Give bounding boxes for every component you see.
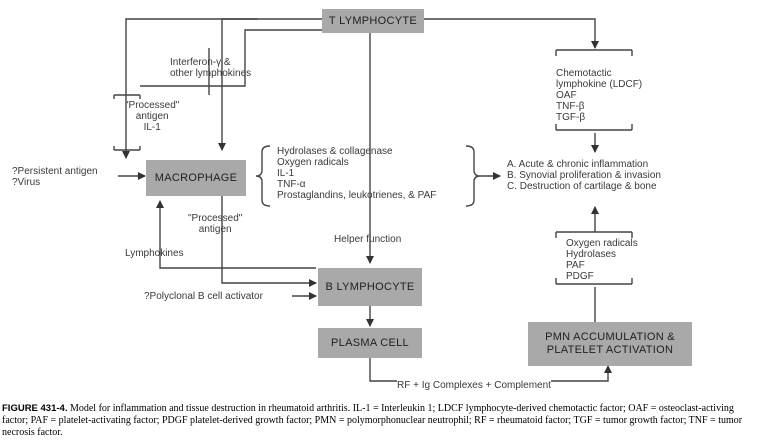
figure-number: FIGURE 431-4. — [2, 403, 68, 414]
b-lymphocyte-box: B LYMPHOCYTE — [318, 268, 422, 306]
lymphokines-label: Lymphokines — [125, 248, 184, 259]
caption-text: Model for inflammation and tissue destru… — [2, 403, 743, 438]
plasma-cell-box: PLASMA CELL — [318, 328, 422, 358]
antigen-top-bracket — [113, 94, 141, 99]
processed-antigen-bottom-label: "Processed" antigen — [188, 213, 243, 235]
macrophage-box: MACROPHAGE — [146, 160, 246, 196]
chemotactic-list: Chemotactic lymphokine (LDCF) OAF TNF-β … — [556, 68, 643, 123]
persistent-antigen-label: ?Persistent antigen ?Virus — [12, 166, 98, 188]
t-return-line — [140, 29, 322, 87]
mediators-list: Hydrolases & collagenase Oxygen radicals… — [277, 146, 437, 201]
complexes-label: RF + Ig Complexes + Complement — [397, 380, 551, 391]
pmn-products-top-bracket — [555, 231, 633, 238]
interferon-arrow — [218, 18, 258, 151]
polyclonal-activator-label: ?Polyclonal B cell activator — [144, 291, 263, 302]
antigen-bottom-bracket — [113, 146, 141, 151]
interferon-label: Interferon-γ & other lymphokines — [170, 57, 252, 79]
outcomes-list: A. Acute & chronic inflammation B. Synov… — [507, 159, 661, 192]
lymphokines-arrow — [156, 200, 316, 269]
mediators-right-brace — [465, 145, 481, 207]
figure-caption: FIGURE 431-4. Model for inflammation and… — [2, 403, 754, 439]
chemotactic-top-bracket — [555, 49, 633, 56]
chemotactic-bottom-bracket — [555, 124, 633, 131]
connector-lines — [113, 18, 633, 382]
diagram: T LYMPHOCYTE MACROPHAGE B LYMPHOCYTE PLA… — [12, 9, 692, 391]
t-lymphocyte-box: T LYMPHOCYTE — [322, 9, 424, 33]
helper-function-label: Helper function — [334, 234, 402, 245]
pmn-accumulation-box: PMN ACCUMULATION & PLATELET ACTIVATION — [528, 322, 692, 366]
mediators-left-brace — [255, 145, 271, 207]
processed-antigen-arrow — [221, 196, 317, 287]
t-to-chemotactic-arrow — [424, 18, 599, 49]
processed-antigen-top-label: "Processed" antigen IL-1 — [125, 100, 180, 133]
pmn-products-bottom-bracket — [555, 278, 633, 285]
pmn-products-list: Oxygen radicals Hydrolases PAF PDGF — [566, 238, 638, 282]
